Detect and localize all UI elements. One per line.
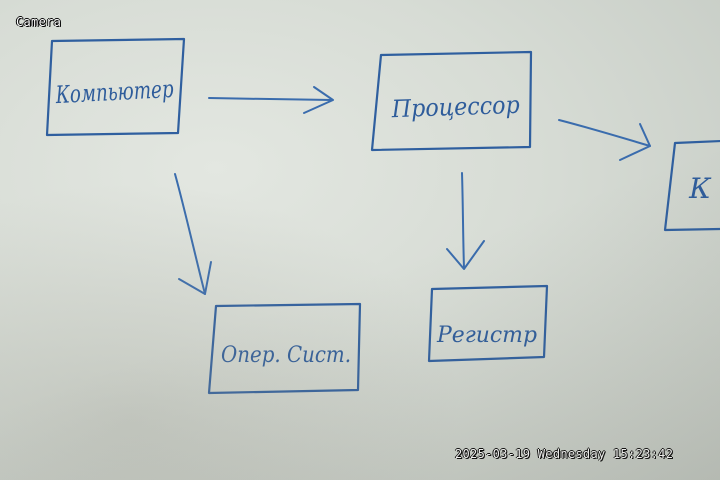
- box-os-outline: [207, 302, 362, 395]
- box-processor-outline: [370, 50, 533, 152]
- box-computer-label: Компьютер: [54, 75, 174, 109]
- box-partial-outline: [663, 139, 720, 232]
- box-register-label: Регистр: [436, 323, 537, 348]
- box-computer: Компьютер: [45, 37, 186, 137]
- arrow-processor-to-partial: [558, 119, 651, 161]
- timestamp-overlay: 2025-03-19 Wednesday 15:23:42: [455, 447, 674, 461]
- box-register-outline: [427, 284, 549, 363]
- arrow-processor-to-register: [446, 172, 485, 270]
- box-register: Регистр: [427, 284, 549, 363]
- box-os: Опер. Сист.: [207, 302, 362, 395]
- box-os-label: Опер. Сист.: [221, 343, 351, 368]
- arrow-computer-to-processor: [208, 86, 334, 114]
- camera-label: Camera: [16, 15, 62, 29]
- box-processor: Процессор: [370, 50, 533, 152]
- box-partial: К: [663, 139, 720, 232]
- box-computer-outline: [45, 37, 186, 137]
- box-partial-label: К: [688, 172, 712, 205]
- arrow-computer-to-os: [174, 173, 212, 295]
- box-processor-label: Процессор: [390, 91, 520, 123]
